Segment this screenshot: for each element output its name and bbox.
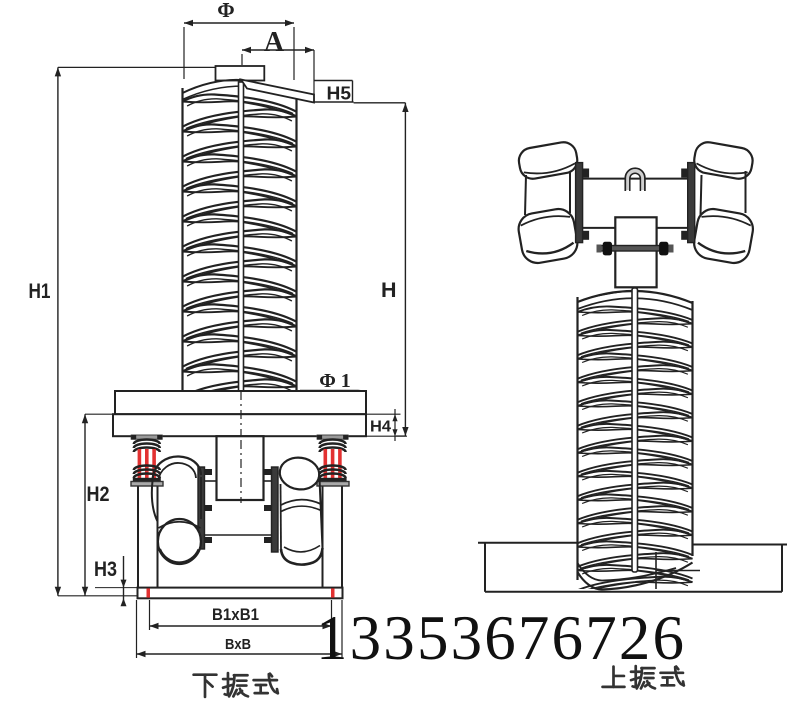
svg-text:H5: H5 [327,84,352,104]
svg-text:Φ 1: Φ 1 [319,370,351,392]
svg-text:A: A [264,27,285,58]
svg-text:H4: H4 [370,419,391,436]
svg-text:H1: H1 [29,280,51,303]
svg-text:H3: H3 [94,558,117,581]
svg-text:B1xB1: B1xB1 [212,605,259,624]
svg-text:BxB: BxB [225,636,251,653]
svg-text:Φ: Φ [217,0,234,22]
svg-text:H: H [381,279,397,302]
svg-text:H2: H2 [87,483,110,506]
